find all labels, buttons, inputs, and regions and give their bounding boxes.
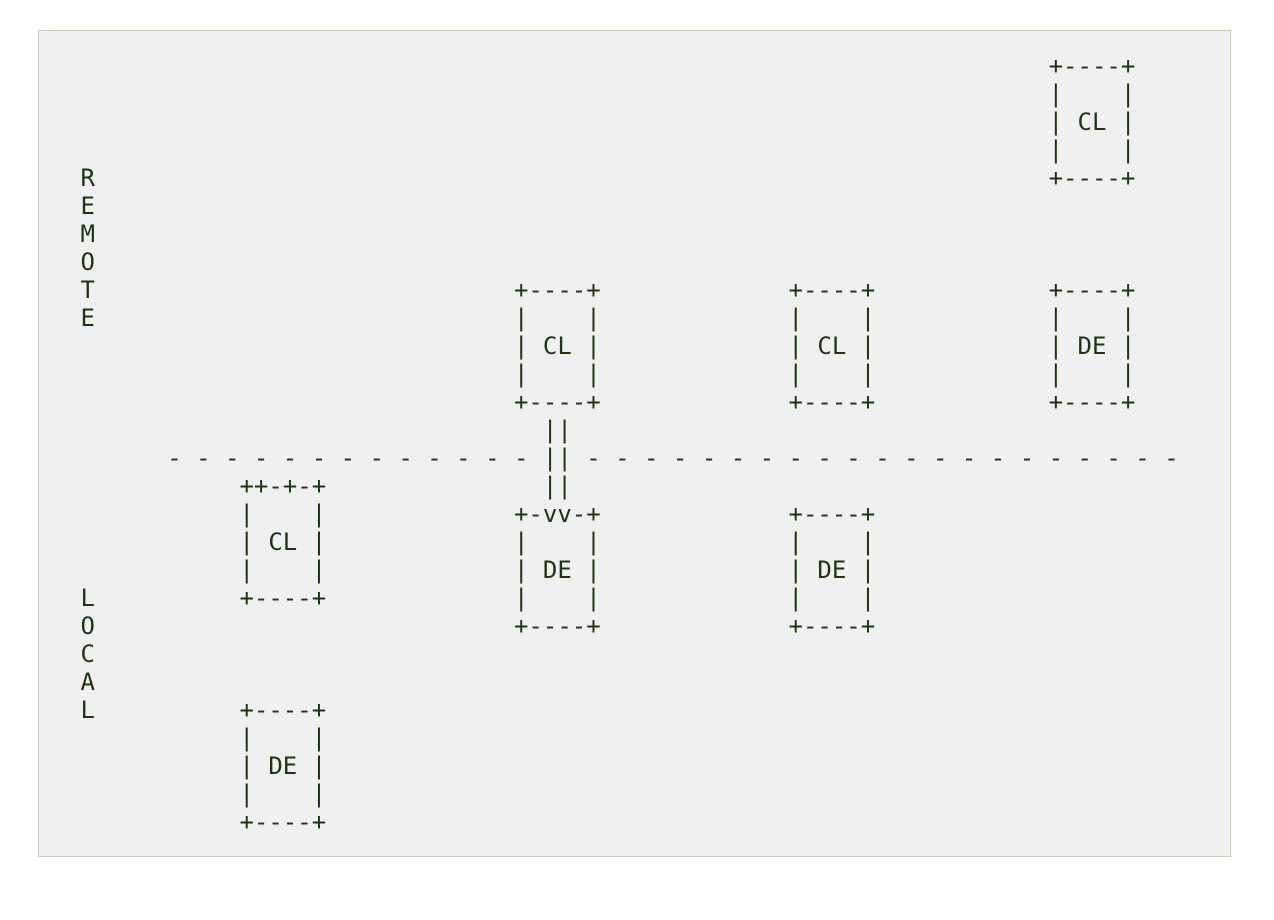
diagram-line: E | | | | | | (80, 304, 1136, 332)
diagram-line: | | +-vv-+ +----+ (80, 500, 876, 528)
diagram-line: | | (80, 724, 327, 752)
diagram-line: ++-+-+ || (80, 472, 572, 500)
ascii-diagram: +----+ | | | CL | (81, 52, 1179, 836)
diagram-line: | CL | | | | | (80, 528, 876, 556)
diagram-line: | DE | (80, 752, 327, 780)
diagram-line: O +----+ +----+ (80, 612, 876, 640)
diagram-line: T +----+ +----+ +----+ (80, 276, 1136, 304)
diagram-line: +----+ (80, 808, 327, 836)
diagram-line: L +----+ | | | | (80, 584, 876, 612)
diagram-line: C (80, 640, 95, 668)
diagram-line: | | (80, 780, 327, 808)
diagram-line: | | (80, 80, 1136, 108)
diagram-line: +----+ (80, 52, 1136, 80)
diagram-line: O (80, 248, 95, 276)
diagram-line: | | | | | | (80, 360, 1136, 388)
diagram-line: | CL | (80, 108, 1136, 136)
diagram-frame (38, 30, 1231, 857)
diagram-line: A (80, 668, 95, 696)
diagram-line: L +----+ (80, 696, 327, 724)
diagram-line: E (80, 192, 95, 220)
diagram-line: M (80, 220, 95, 248)
diagram-line: - - - - - - - - - - - - - || - - - - - -… (80, 444, 1179, 472)
diagram-line: | | (80, 136, 1136, 164)
diagram-line: | | | DE | | DE | (80, 556, 876, 584)
diagram-line: || (80, 416, 572, 444)
diagram-line: | CL | | CL | | DE | (80, 332, 1136, 360)
diagram-line: R +----+ (80, 164, 1136, 192)
diagram-line: +----+ +----+ +----+ (80, 388, 1136, 416)
